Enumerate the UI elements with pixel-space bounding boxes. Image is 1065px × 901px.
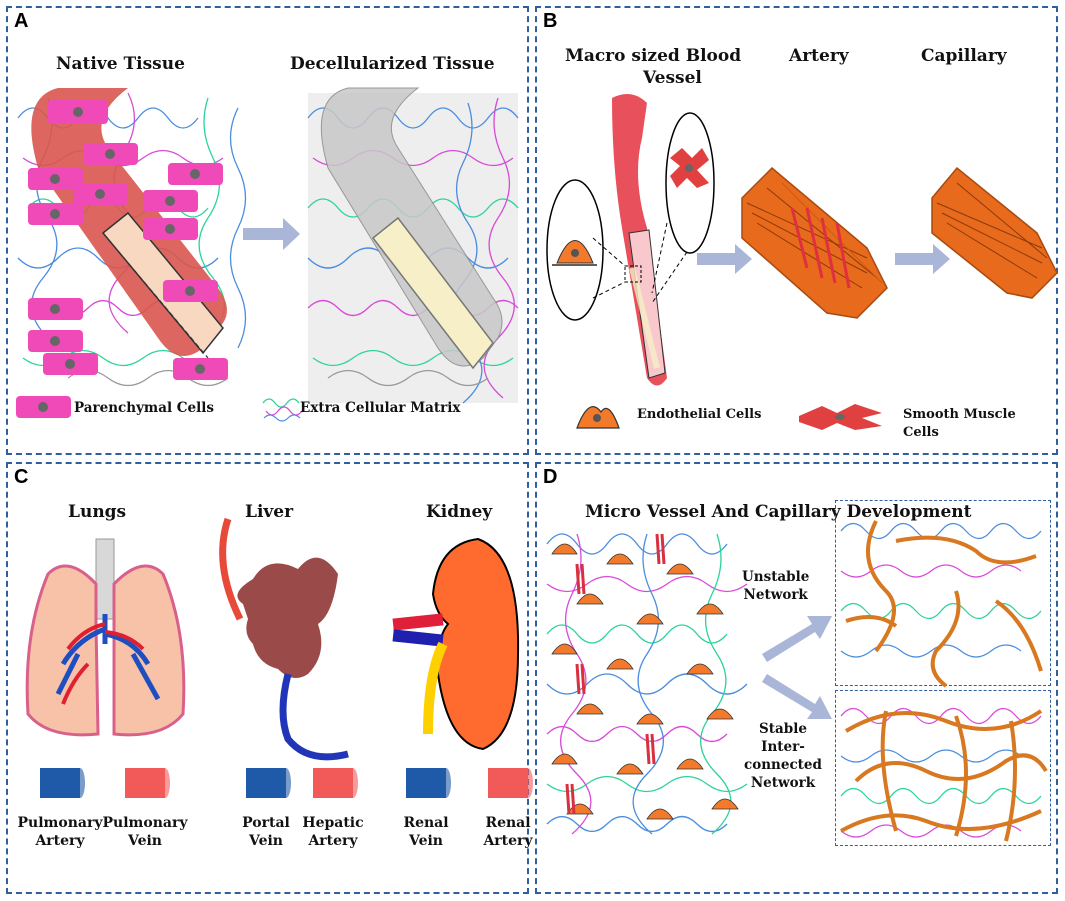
panel-letter: C: [14, 466, 29, 488]
panel-letter: D: [543, 466, 558, 488]
artery-title: Artery: [789, 46, 849, 66]
panel-a-decellularization: A Native Tissue Decellularized Tissue: [6, 6, 529, 455]
artery-illustration: [741, 166, 888, 319]
decell-vessel: [320, 87, 503, 370]
smooth-muscle-cells: [565, 533, 666, 815]
panel-letter: A: [14, 10, 29, 32]
stable-network-label: Stable Inter- connected Network: [744, 721, 822, 791]
lungs-icon: [25, 538, 186, 737]
vessel-cylinder-icon: [246, 768, 291, 798]
stable-network-box: [835, 690, 1051, 846]
legend-parenchymal-cells: Parenchymal Cells: [74, 400, 214, 416]
liver-icon: [219, 517, 349, 761]
vessel-label: Pulmonary Artery: [17, 815, 103, 849]
capillary-title: Capillary: [921, 46, 1007, 66]
unstable-network-box: [835, 500, 1051, 688]
micro-vessel-title: Micro Vessel And Capillary Development: [585, 502, 972, 522]
panel-a-illustration: [16, 87, 519, 422]
arrow-icon: [895, 244, 950, 274]
macro-vessel-title-line1: Macro sized Blood: [565, 46, 742, 66]
decellularized-tissue-title: Decellularized Tissue: [290, 54, 495, 74]
vessel-cylinder-icon: [313, 768, 358, 798]
panel-d-illustration: [546, 533, 832, 835]
legend-extra-cellular-matrix: Extra Cellular Matrix: [300, 400, 461, 416]
kidney-title: Kidney: [426, 502, 493, 522]
kidney-icon: [392, 537, 520, 751]
vessel-cylinder-icons: [40, 768, 533, 798]
vessel-label: Hepatic Artery: [302, 815, 364, 849]
lungs-title: Lungs: [68, 502, 127, 522]
parenchymal-cells: [28, 100, 228, 380]
panel-d-micro-vessel-development: D Micro Vessel And Capillary Development: [535, 462, 1058, 894]
macro-vessel: [612, 94, 667, 386]
panel-letter: B: [543, 10, 558, 32]
vessel-cylinder-icon: [125, 768, 170, 798]
panel-c-illustration: [25, 517, 520, 761]
liver-title: Liver: [245, 502, 294, 522]
vessel-cylinder-icon: [40, 768, 85, 798]
legend-smooth-muscle-cells: Smooth Muscle Cells: [903, 407, 1016, 440]
panel-b-blood-vessels: B Macro sized Blood Vessel Artery Capill…: [535, 6, 1058, 455]
legend-endothelial-cells: Endothelial Cells: [637, 407, 762, 422]
legend-ecm-swatch: [262, 398, 303, 422]
native-tissue-title: Native Tissue: [56, 54, 185, 74]
panel-b-illustration: [546, 94, 1058, 430]
arrow-icon: [697, 244, 752, 274]
vessel-label: Renal Vein: [403, 815, 449, 849]
vessel-label: Renal Artery: [483, 815, 533, 849]
vessel-cylinder-icon: [488, 768, 533, 798]
endothelial-cells: [551, 543, 739, 820]
vessel-cylinder-icon: [406, 768, 451, 798]
arrow-icon: [243, 218, 300, 250]
arrow-icon: [762, 674, 832, 719]
capillary-illustration: [931, 166, 1058, 299]
unstable-network-label: Unstable Network: [742, 569, 810, 603]
macro-vessel-title-line2: Vessel: [643, 68, 702, 88]
stable-network-illustration: [840, 707, 1048, 842]
vessel-label: Portal Vein: [242, 815, 290, 849]
arrow-icon: [762, 616, 832, 662]
unstable-network-illustration: [840, 520, 1043, 688]
vessel-label: Pulmonary Vein: [102, 815, 188, 849]
